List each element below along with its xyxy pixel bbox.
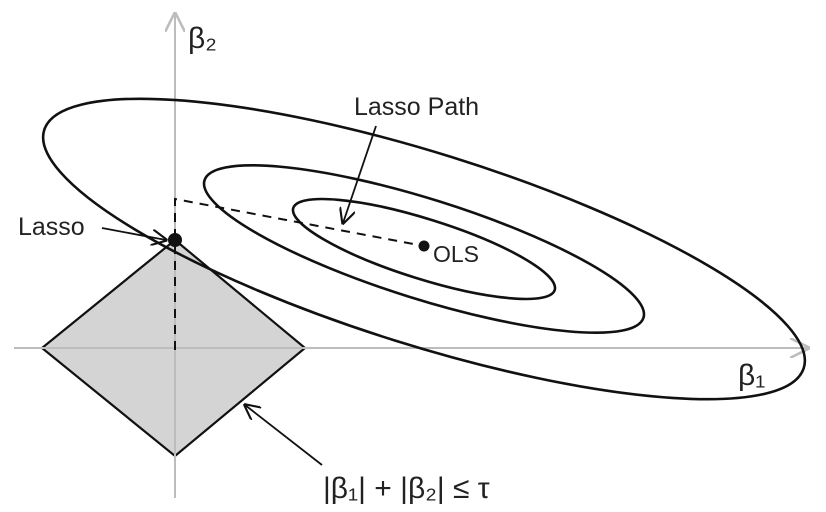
lasso-path-label: Lasso Path [354,93,479,121]
constraint-label: |β₁| + |β₂| ≤ τ [323,472,490,505]
y-axis-label: β₂ [188,22,217,55]
contour-ellipse-middle [202,163,646,335]
constraint-arrow [245,405,323,466]
contour-ellipse-inner [291,197,557,301]
lasso-path-arrow [343,125,377,223]
lasso-point [168,233,182,247]
x-axis-label: β₁ [738,359,765,392]
lasso-arrow [101,227,166,240]
ols-point [418,240,430,252]
contour-ellipse-outer [41,97,807,401]
ols-label: OLS [433,241,479,267]
lasso-label: Lasso [18,213,85,241]
lasso-path-line [174,197,425,350]
contour-group [41,97,807,401]
